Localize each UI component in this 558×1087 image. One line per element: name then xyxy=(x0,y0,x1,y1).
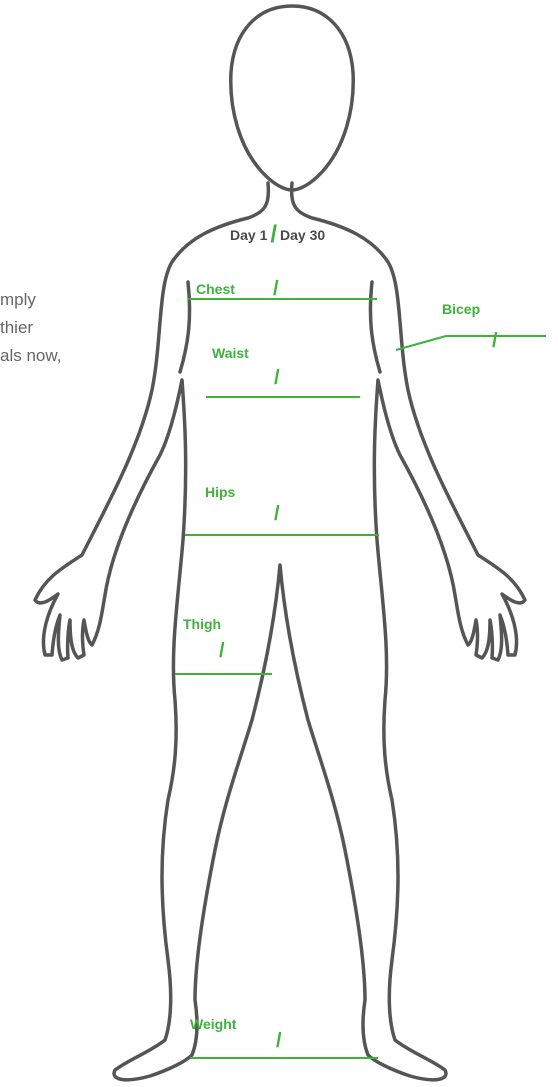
chest-label: Chest xyxy=(196,281,235,297)
weight-label: Weight xyxy=(190,1016,236,1032)
bicep-entry-line[interactable] xyxy=(446,335,546,337)
weight-slash: / xyxy=(276,1030,282,1053)
day-30-label: Day 30 xyxy=(280,227,325,243)
hips-slash: / xyxy=(274,503,280,526)
day-separator: / xyxy=(270,221,277,248)
chest-entry-line[interactable] xyxy=(188,298,377,300)
hips-label: Hips xyxy=(205,484,235,500)
thigh-label: Thigh xyxy=(183,616,221,632)
thigh-slash: / xyxy=(219,640,225,663)
day-1-label: Day 1 xyxy=(230,227,267,243)
head-outline xyxy=(231,6,353,190)
thigh-entry-line[interactable] xyxy=(175,673,272,675)
bicep-label: Bicep xyxy=(442,301,480,317)
right-arm-inner-line xyxy=(370,282,380,372)
waist-entry-line[interactable] xyxy=(206,396,360,398)
weight-entry-line[interactable] xyxy=(190,1057,378,1059)
hips-entry-line[interactable] xyxy=(185,534,379,536)
waist-label: Waist xyxy=(212,345,249,361)
waist-slash: / xyxy=(274,367,280,390)
left-arm-inner-line xyxy=(180,282,190,372)
bicep-slash: / xyxy=(492,330,498,353)
day-header: Day 1/Day 30 xyxy=(230,221,325,249)
body-silhouette xyxy=(35,183,525,1080)
